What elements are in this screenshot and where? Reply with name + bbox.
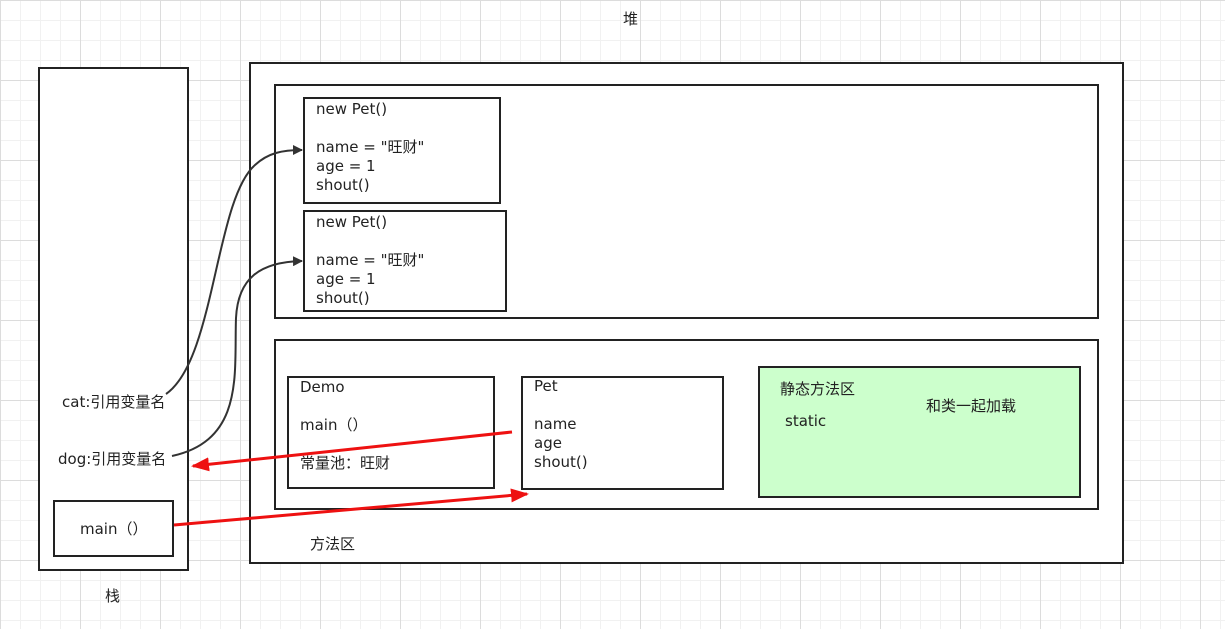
cat-reference-label: cat:引用变量名 — [62, 393, 166, 411]
pet-object-2-line: shout() — [316, 289, 370, 307]
demo-main-method: main（） — [300, 416, 368, 434]
pet-object-2-line — [316, 232, 424, 251]
stack-title: 栈 — [105, 587, 121, 605]
pet-object-1 — [303, 97, 501, 204]
method-area-title: 方法区 — [310, 535, 356, 553]
pet-object-1-line: name = "旺财" — [316, 138, 425, 156]
pet-class-header: Pet — [534, 377, 558, 395]
pet-object-1-fields: name = "旺财" age = 1 shout() — [316, 119, 424, 195]
main-stack-frame — [53, 500, 174, 557]
pet-object-2-fields: name = "旺财" age = 1 shout() — [316, 232, 424, 308]
static-keyword: static — [785, 412, 827, 430]
static-method-area — [758, 366, 1081, 498]
dog-reference-label: dog:引用变量名 — [58, 450, 167, 468]
demo-class-header: Demo — [300, 378, 345, 396]
pet-object-1-line: age = 1 — [316, 157, 376, 175]
pet-class-field: shout() — [534, 453, 588, 471]
demo-constant-pool: 常量池：旺财 — [300, 454, 391, 472]
pet-object-1-line — [316, 119, 424, 138]
main-stack-frame-label: main（） — [80, 520, 148, 538]
pet-object-2-header: new Pet() — [316, 213, 388, 231]
heap-title: 堆 — [623, 10, 639, 28]
pet-class-field: name — [534, 415, 577, 433]
pet-object-2-line: age = 1 — [316, 270, 376, 288]
pet-class-box — [521, 376, 724, 490]
static-load-note: 和类一起加载 — [926, 397, 1017, 415]
pet-object-1-header: new Pet() — [316, 100, 388, 118]
pet-object-2 — [303, 210, 507, 312]
pet-class-fields: name age shout() — [534, 415, 588, 472]
stack-panel — [38, 67, 189, 571]
pet-object-1-line: shout() — [316, 176, 370, 194]
pet-class-field: age — [534, 434, 562, 452]
pet-object-2-line: name = "旺财" — [316, 251, 425, 269]
static-area-title: 静态方法区 — [780, 380, 856, 398]
